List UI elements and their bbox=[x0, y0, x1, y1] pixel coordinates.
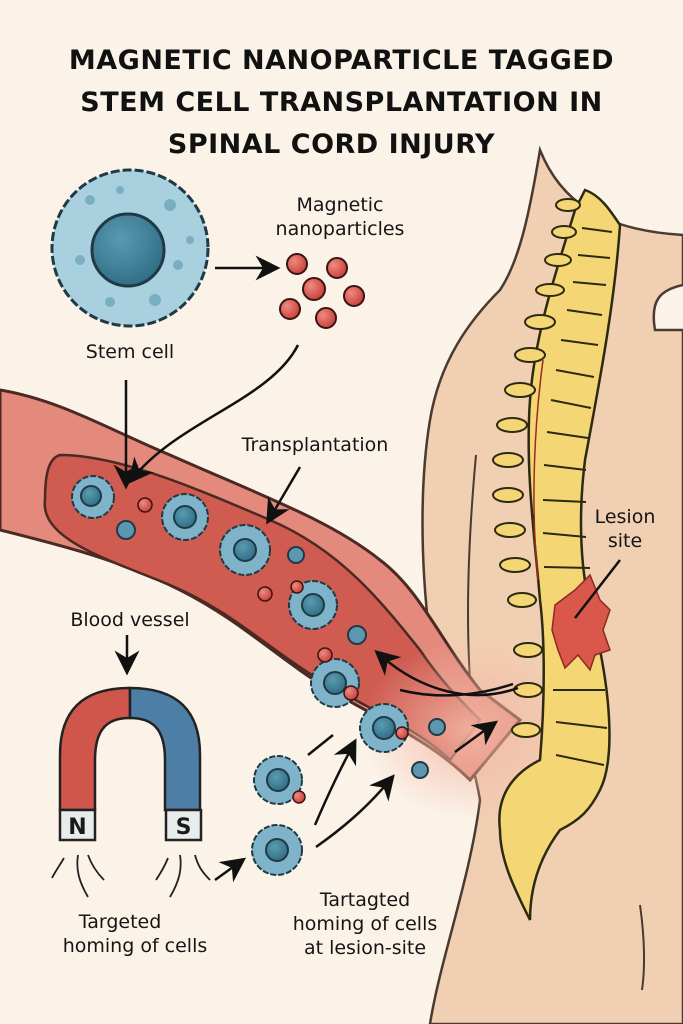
targeted-homing-label: Targeted homing of cells bbox=[40, 910, 230, 958]
label-line: Magnetic bbox=[296, 194, 384, 216]
transplantation-label: Transplantation bbox=[241, 434, 389, 456]
lesion-pointer bbox=[574, 559, 621, 619]
title-line-2: STEM CELL TRANSPLANTATION IN bbox=[80, 87, 603, 118]
page-title: MAGNETIC NANOPARTICLE TAGGED STEM CELL T… bbox=[0, 40, 683, 166]
targeted-homing-lesion-label: Tartagted homing of cells at lesion-site bbox=[270, 888, 460, 960]
magnetic-nanoparticles-label: Magnetic nanoparticles bbox=[250, 193, 430, 241]
blood-vessel-label: Blood vessel bbox=[70, 609, 190, 631]
label-line: homing of cells bbox=[62, 935, 208, 957]
lesion bbox=[551, 573, 611, 672]
north-pole-label: N bbox=[68, 815, 86, 840]
label-line: Tartagted bbox=[319, 889, 411, 911]
label-line: site bbox=[607, 530, 643, 552]
stem-cell-icon bbox=[50, 168, 210, 328]
nanoparticles-icon bbox=[279, 253, 365, 329]
spinal-column bbox=[492, 188, 622, 921]
horseshoe-magnet-icon: N S bbox=[51, 686, 211, 898]
magnetic-field-lines bbox=[51, 854, 211, 898]
title-line-1: MAGNETIC NANOPARTICLE TAGGED bbox=[68, 45, 615, 76]
process-arrows bbox=[113, 255, 519, 883]
vessel-cells bbox=[71, 475, 446, 876]
label-line: Targeted bbox=[78, 911, 162, 933]
label-line: nanoparticles bbox=[275, 218, 405, 240]
south-pole-label: S bbox=[176, 815, 192, 840]
title-line-3: SPINAL CORD INJURY bbox=[167, 129, 496, 160]
label-line: homing of cells bbox=[292, 913, 438, 935]
lesion-site-label: Lesion site bbox=[585, 505, 665, 553]
label-line: Lesion bbox=[594, 506, 656, 528]
label-line: at lesion-site bbox=[303, 937, 427, 959]
stem-cell-label: Stem cell bbox=[85, 341, 175, 363]
